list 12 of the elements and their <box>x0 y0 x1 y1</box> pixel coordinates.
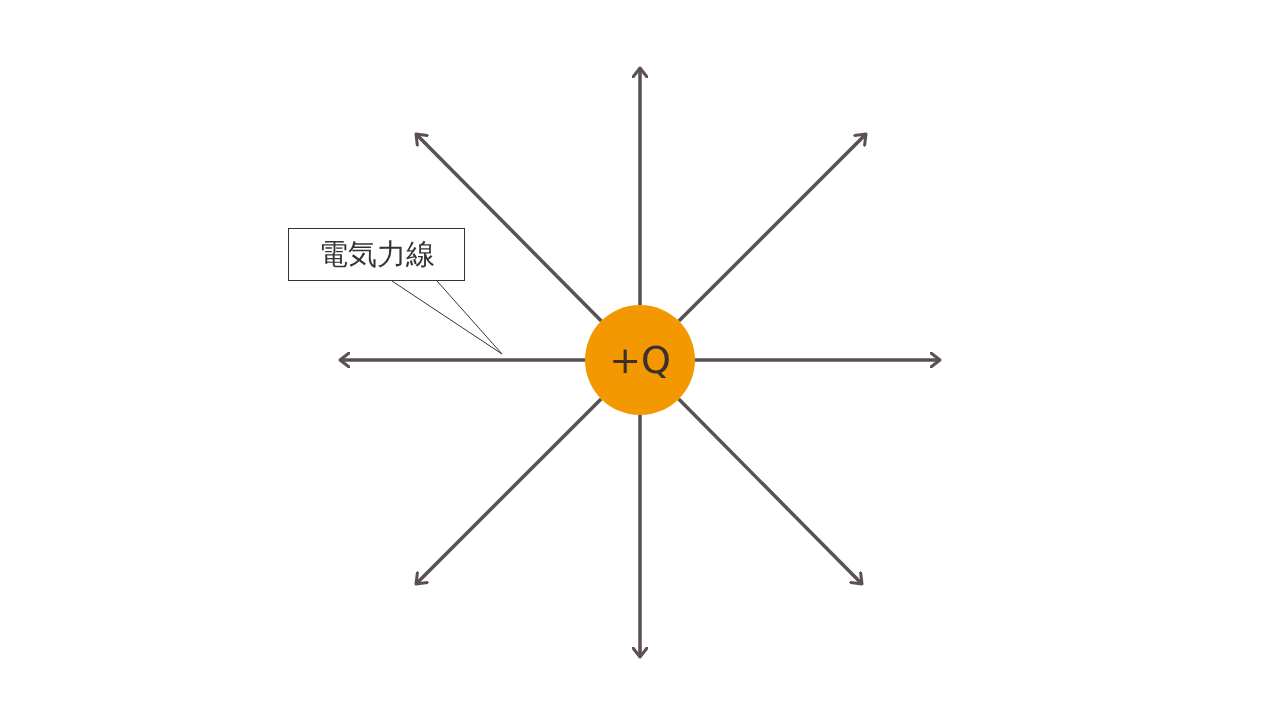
callout-text: 電気力線 <box>318 235 435 273</box>
field-line-arrow <box>631 66 649 305</box>
field-line-arrow <box>677 397 864 586</box>
field-line-arrow <box>414 132 603 323</box>
leader-line <box>391 280 503 355</box>
field-line-arrow <box>338 351 585 369</box>
field-line-arrow <box>414 397 603 586</box>
charge-circle <box>585 305 695 415</box>
callout-box <box>288 228 465 281</box>
field-line-arrow <box>677 132 868 323</box>
field-line-arrow <box>695 351 942 369</box>
charge-label: +Q <box>609 338 671 382</box>
